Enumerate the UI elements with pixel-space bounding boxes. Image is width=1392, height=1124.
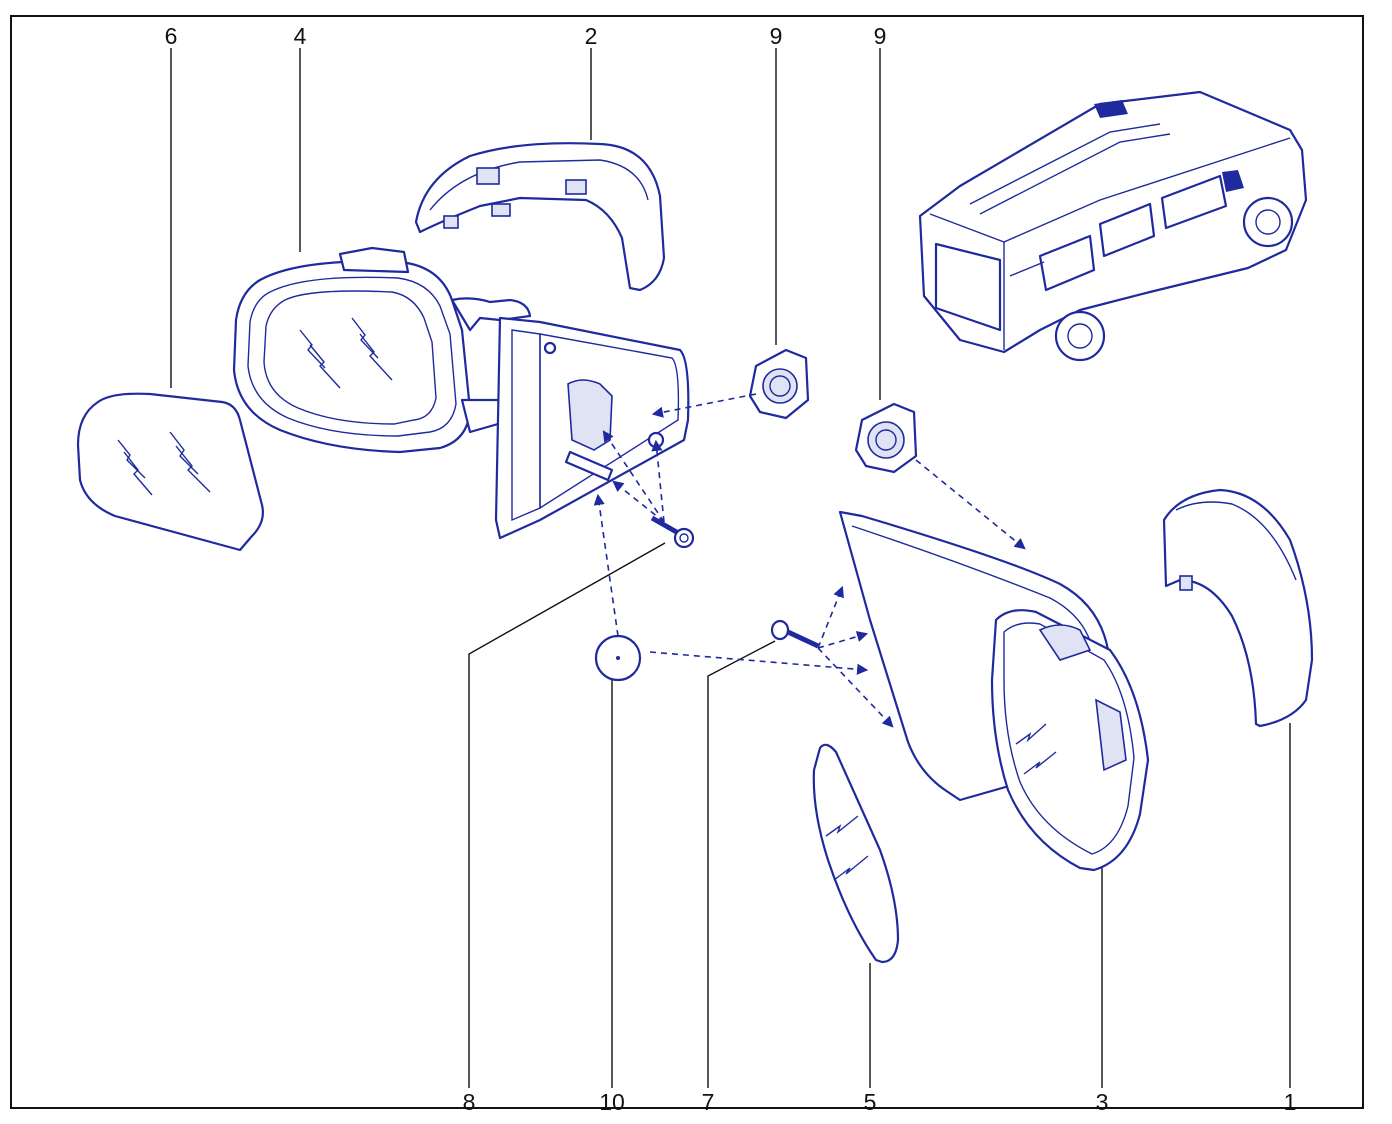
bolt — [650, 515, 695, 549]
callout-2: 2 — [584, 23, 598, 49]
callout-7: 7 — [701, 1089, 715, 1115]
cap-disc — [594, 634, 642, 682]
leader-lines — [170, 48, 1291, 1088]
mirror-glass-left — [76, 392, 264, 552]
callout-4: 4 — [293, 23, 307, 49]
leader-8 — [468, 542, 666, 1088]
callout-9-upper: 9 — [769, 23, 783, 49]
callout-6: 6 — [164, 23, 178, 49]
callout-1: 1 — [1283, 1089, 1297, 1115]
mirror-housing-right — [838, 510, 1150, 872]
leader-7 — [707, 640, 776, 1088]
callout-10: 10 — [599, 1089, 625, 1115]
callout-9-lower: 9 — [873, 23, 887, 49]
vehicle-illustration — [918, 90, 1308, 362]
mirror-housing-left — [232, 246, 532, 454]
mirror-cover-top — [414, 142, 666, 292]
adapter-plate-lower — [854, 402, 918, 474]
mirror-glass-right — [812, 743, 900, 964]
callout-5: 5 — [863, 1089, 877, 1115]
mirror-base-bracket — [494, 316, 690, 540]
diagram-frame — [10, 15, 1364, 1109]
callout-8: 8 — [462, 1089, 476, 1115]
callout-3: 3 — [1095, 1089, 1109, 1115]
screw — [770, 619, 820, 649]
assembly-arrows — [593, 393, 1026, 728]
adapter-plate-upper — [748, 348, 810, 420]
mirror-cover-right — [1162, 488, 1314, 728]
